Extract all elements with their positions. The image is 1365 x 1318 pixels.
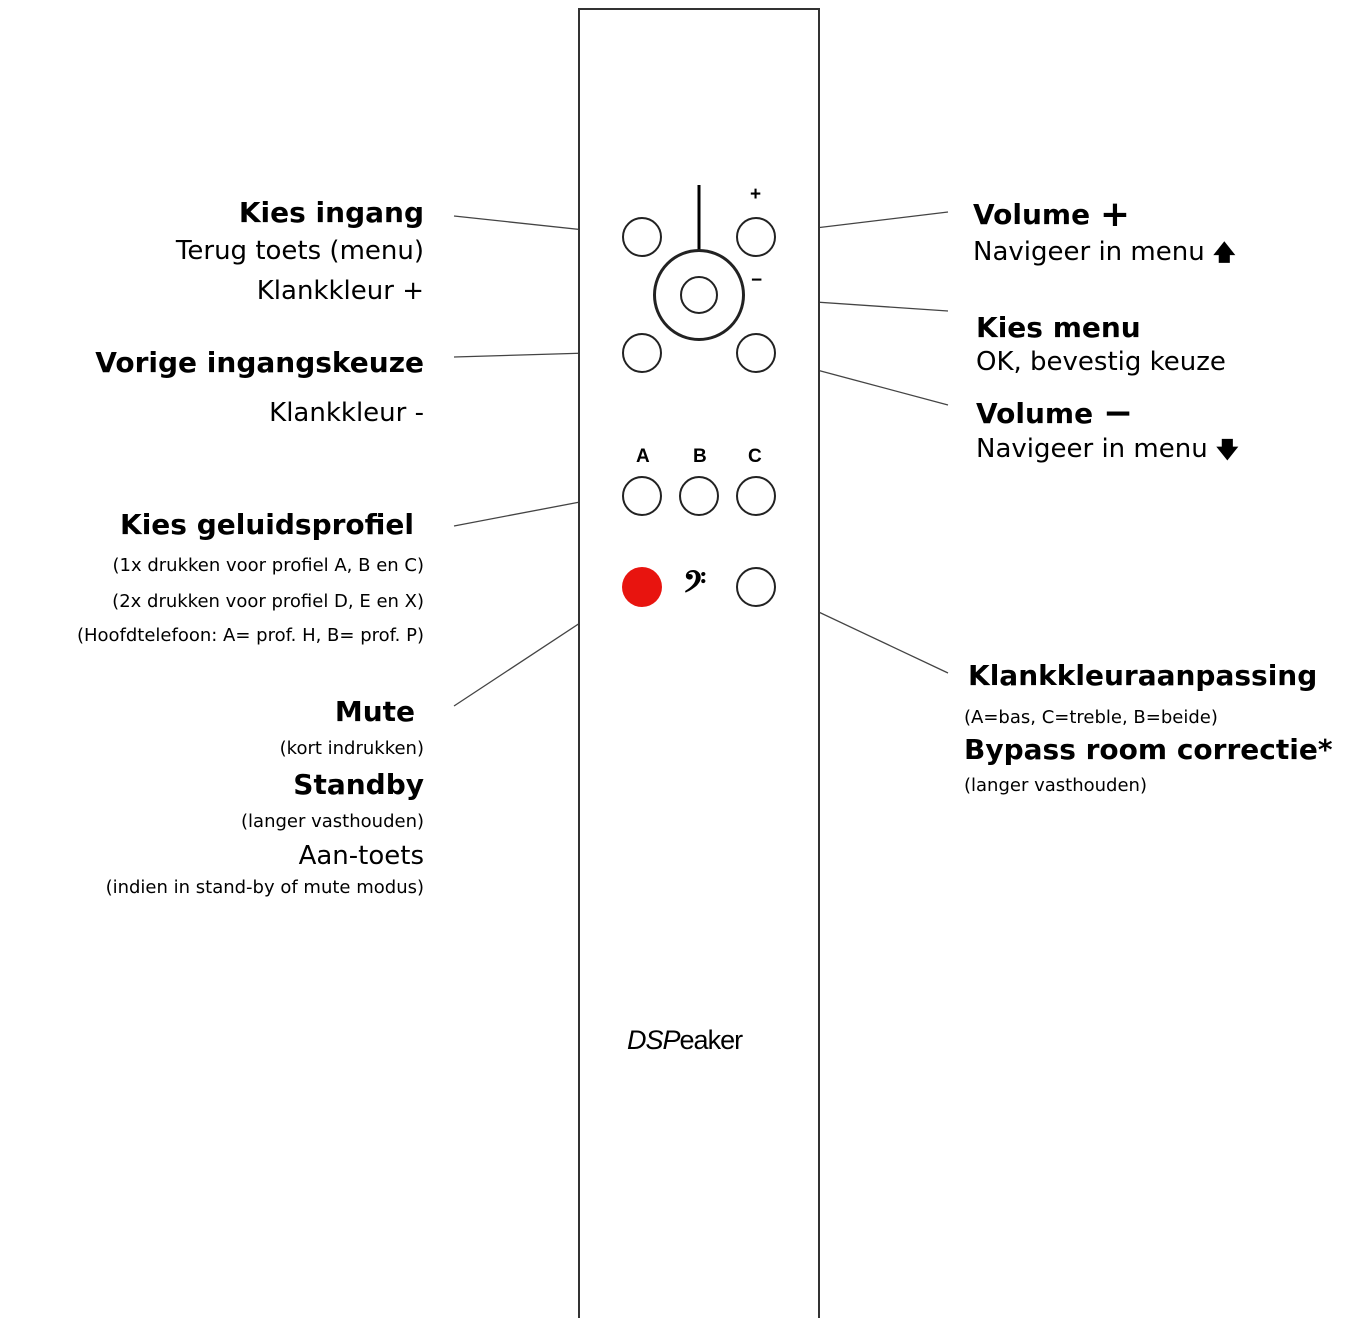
volume-up-button[interactable] xyxy=(736,217,776,257)
previous-input-button[interactable] xyxy=(622,333,662,373)
profile-label-c: C xyxy=(748,446,762,467)
volume-down-button[interactable] xyxy=(736,333,776,373)
terug-toets-text: Terug toets (menu) xyxy=(175,236,424,266)
mute-sub: (kort indrukken) xyxy=(279,738,424,759)
dspeaker-logo: DSPeaker xyxy=(627,1025,743,1055)
profiel-note-3: (Hoofdtelefoon: A= prof. H, B= prof. P) xyxy=(76,625,424,646)
profile-c-button[interactable] xyxy=(736,476,776,516)
klankkleur-plus-text: Klankkleur + xyxy=(256,276,424,306)
profile-label-a: A xyxy=(636,446,650,467)
navigeer-down-text: Navigeer in menu 🡇 xyxy=(976,434,1239,464)
menu-ok-button[interactable] xyxy=(680,276,718,314)
volume-min-title: Volume − xyxy=(976,393,1133,434)
profile-b-button[interactable] xyxy=(679,476,719,516)
standby-sub: (langer vasthouden) xyxy=(241,811,424,832)
profiel-note-2: (2x drukken voor profiel D, E en X) xyxy=(112,591,424,612)
arrow-up-icon: 🡅 xyxy=(1212,241,1236,266)
plus-icon: + xyxy=(1099,194,1130,235)
bass-clef-icon: 𝄢 xyxy=(683,565,707,607)
input-select-button[interactable] xyxy=(622,217,662,257)
bypass-sub: (langer vasthouden) xyxy=(964,775,1147,796)
kies-ingang-title: Kies ingang xyxy=(238,196,424,229)
navigeer-up-text: Navigeer in menu 🡅 xyxy=(973,237,1236,267)
volume-plus-title: Volume + xyxy=(973,194,1130,235)
klankkleur-min-text: Klankkleur - xyxy=(269,398,424,428)
kies-geluidsprofiel-title: Kies geluidsprofiel xyxy=(120,508,414,541)
klank-sub: (A=bas, C=treble, B=beide) xyxy=(964,707,1218,728)
mute-button[interactable] xyxy=(622,567,662,607)
minus-icon: − xyxy=(1102,393,1133,434)
arrow-down-icon: 🡇 xyxy=(1215,438,1239,463)
minus-mark: − xyxy=(751,270,763,291)
tone-adjust-button[interactable] xyxy=(736,567,776,607)
ok-bevestig-text: OK, bevestig keuze xyxy=(976,347,1226,377)
standby-title: Standby xyxy=(293,768,424,801)
profiel-note-1: (1x drukken voor profiel A, B en C) xyxy=(112,555,425,576)
kies-menu-title: Kies menu xyxy=(976,311,1141,344)
mute-title: Mute xyxy=(334,695,415,728)
vorige-ingangskeuze-title: Vorige ingangskeuze xyxy=(95,346,424,379)
bypass-title: Bypass room correctie* xyxy=(964,733,1333,766)
aan-toets-sub: (indien in stand-by of mute modus) xyxy=(105,877,424,898)
klankkleuraanpassing-title: Klankkleuraanpassing xyxy=(968,659,1318,692)
plus-mark: + xyxy=(750,184,762,205)
profile-a-button[interactable] xyxy=(622,476,662,516)
profile-label-b: B xyxy=(693,446,707,467)
aan-toets-title: Aan-toets xyxy=(298,841,424,871)
